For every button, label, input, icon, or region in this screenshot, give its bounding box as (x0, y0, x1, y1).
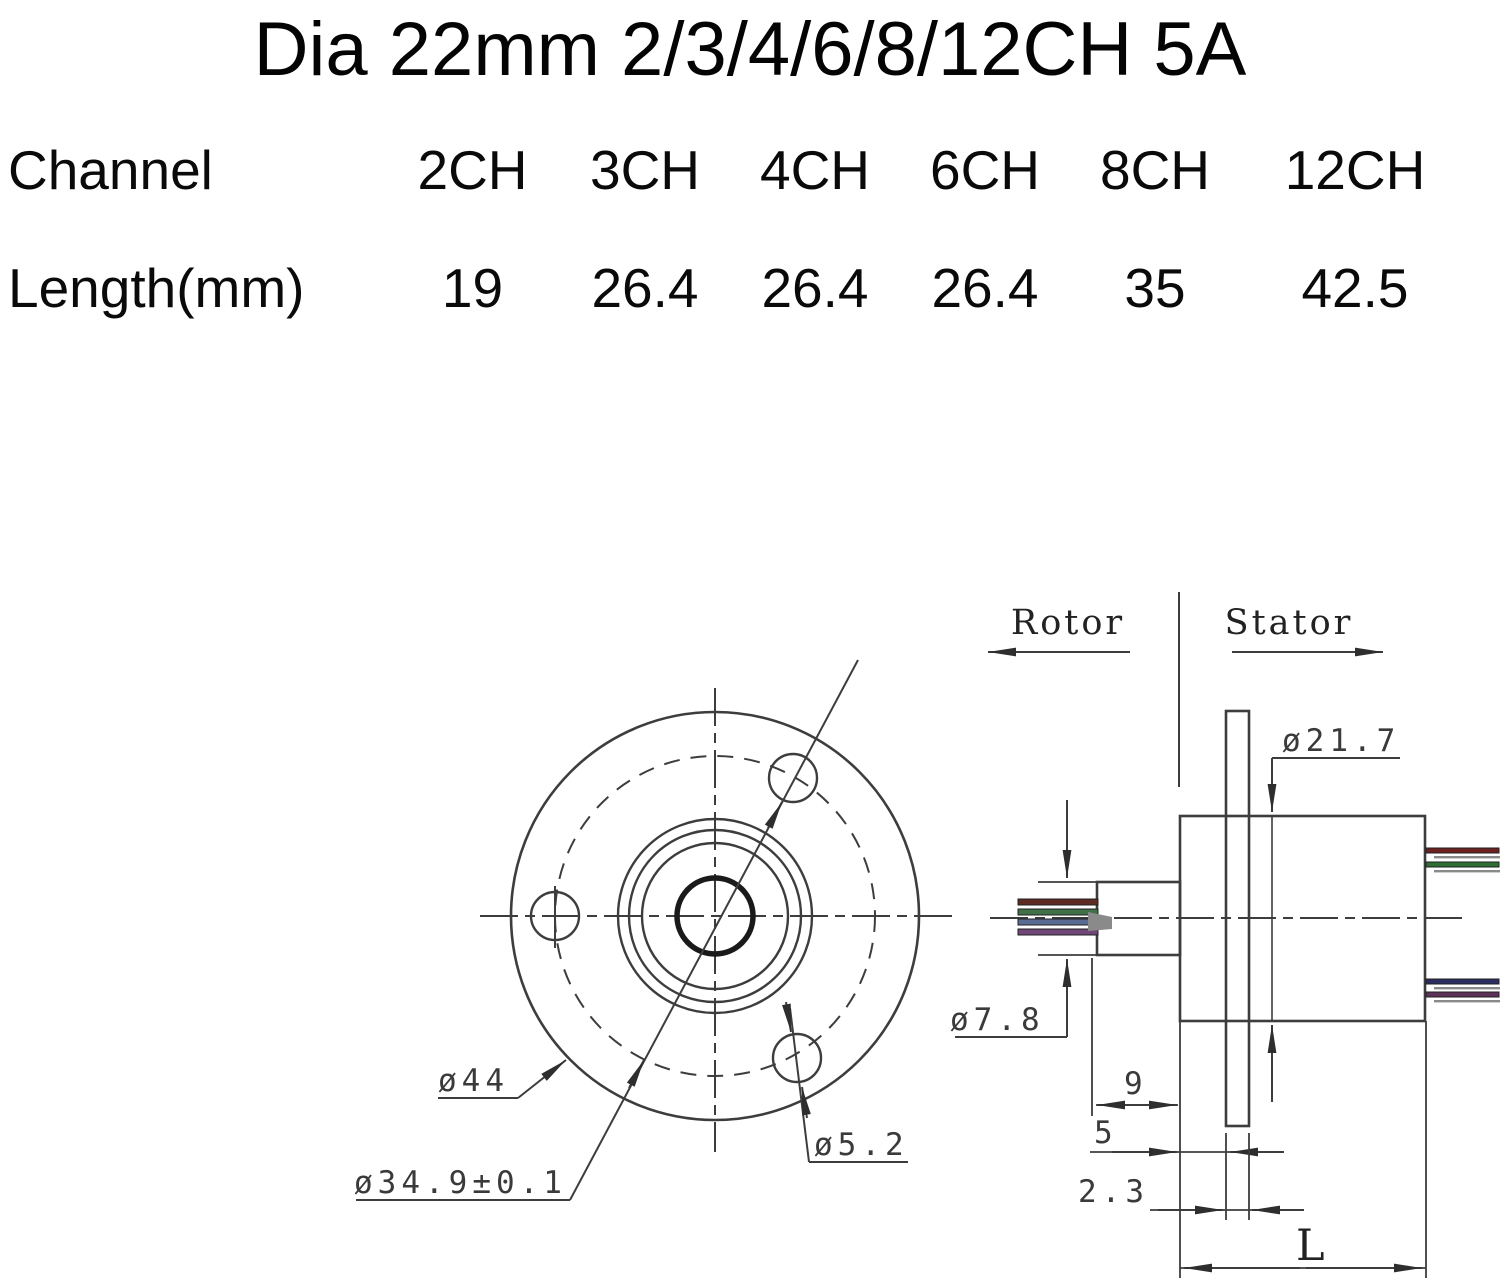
channel-value: 8CH (1099, 139, 1211, 201)
dim-label-flange-dia: ø44 (438, 1063, 509, 1099)
length-value: 26.4 (761, 257, 869, 319)
length-value: 35 (1124, 257, 1186, 319)
flange-plate (1224, 709, 1251, 1128)
dim-label-stator-dia: ø21.7 (1282, 723, 1400, 759)
channel-value: 4CH (759, 139, 871, 201)
dim-label-total-length: L (1296, 1221, 1325, 1271)
shaft-bore-circle (674, 875, 756, 957)
dim-label-shaft-dia: ø7.8 (950, 1002, 1045, 1038)
wire-bundle (1088, 912, 1112, 931)
rotor-label: Rotor (1011, 603, 1125, 643)
wire (1425, 847, 1500, 854)
page-title: Dia 22mm 2/3/4/6/8/12CH 5A (253, 7, 1247, 92)
bolt-circle (554, 755, 876, 1077)
mounting-hole (767, 752, 819, 804)
length-value: 19 (441, 257, 504, 319)
dim-label-bolt-circle-dia: ø34.9±0.1 (354, 1165, 567, 1201)
mounting-hole (771, 1032, 823, 1084)
row-label-length: Length(mm) (8, 257, 305, 319)
wire-shadow (1434, 987, 1500, 990)
length-value: 42.5 (1301, 257, 1409, 319)
length-value: 26.4 (591, 257, 699, 319)
wire (1425, 991, 1500, 998)
flange-offset-dimension (1090, 1133, 1284, 1220)
inner-ring-circle (627, 828, 803, 1004)
centerlines (480, 688, 952, 1152)
dim-label-flange-offset: 5 (1094, 1115, 1118, 1151)
channel-value: 6CH (929, 139, 1041, 201)
stator-dia-dimension (1267, 757, 1400, 1102)
wire (1425, 978, 1500, 985)
spec-table-row-channel: Channel 2CH 3CH 4CH 6CH 8CH 12CH (0, 138, 1500, 202)
wire-shadow (1434, 870, 1500, 873)
total-length-dimension (1179, 1021, 1427, 1278)
inner-ring-circle (616, 817, 814, 1015)
wire-shadow (1434, 856, 1500, 859)
wire-shadow (1434, 1000, 1500, 1003)
channel-value: 2CH (417, 139, 528, 201)
stator-wires (1425, 847, 1500, 1003)
flange-outer-circle (509, 710, 921, 1122)
spec-table-row-length: Length(mm) 19 26.4 26.4 26.4 35 42.5 (0, 256, 1500, 320)
flange-dia-dimension (438, 1059, 567, 1099)
dim-label-mounting-hole-dia: ø5.2 (814, 1127, 909, 1163)
shaft-length-dimension (1091, 958, 1178, 1116)
bolt-circle-dimension (356, 659, 859, 1201)
dim-label-flange-thickness: 2.3 (1078, 1174, 1149, 1210)
wire (1017, 928, 1099, 936)
rotor-wires (1017, 898, 1112, 936)
length-value: 26.4 (931, 257, 1039, 319)
hole-dia-dimension (782, 1001, 908, 1163)
channel-value: 3CH (589, 139, 701, 201)
flange-thickness-dimension (1150, 1133, 1304, 1220)
dim-label-shaft-length: 9 (1124, 1066, 1148, 1102)
inner-ring-circle (640, 841, 790, 991)
shaft-dia-dimension (955, 800, 1098, 1038)
wire (1017, 898, 1099, 906)
row-label-channel: Channel (8, 139, 213, 201)
side-view: Rotor Stator (950, 592, 1500, 1278)
wire (1017, 908, 1099, 916)
wire (1425, 861, 1500, 868)
front-view: ø44 ø34.9±0.1 ø5.2 (354, 659, 952, 1201)
channel-value: 12CH (1284, 139, 1426, 201)
wire (1017, 918, 1099, 926)
stator-label: Stator (1225, 603, 1354, 643)
